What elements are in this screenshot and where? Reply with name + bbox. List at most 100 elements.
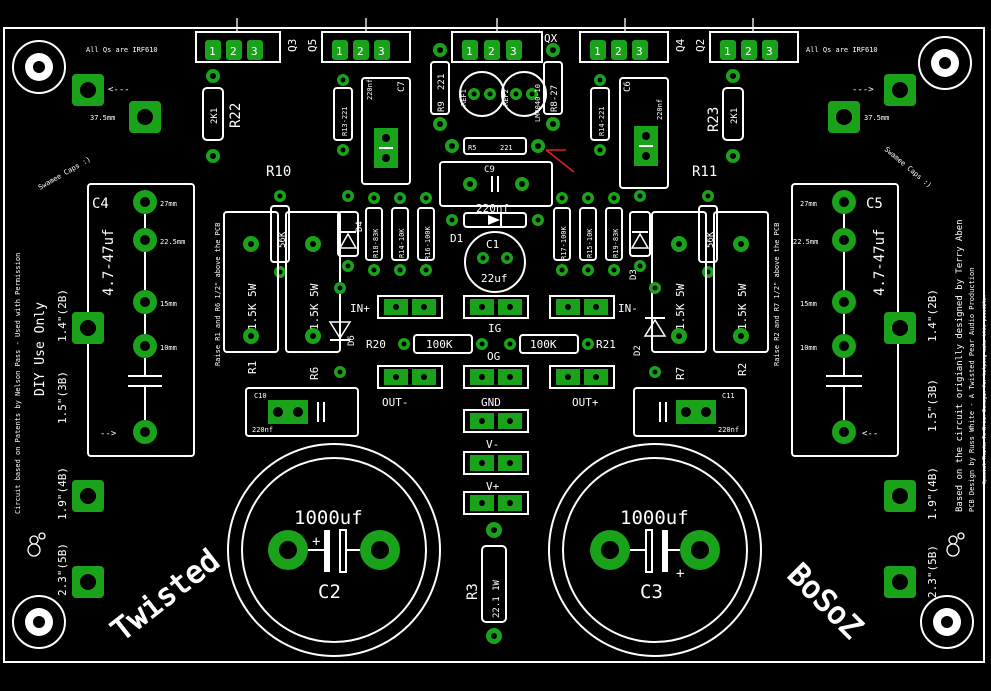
c4-spacing-22: 22.5mm bbox=[160, 238, 185, 246]
c3-value: 1000uf bbox=[620, 507, 689, 529]
r7-label: R7 bbox=[674, 367, 687, 380]
credit-thanks: Special Thanks To Brian Donegan for help… bbox=[982, 294, 988, 484]
brand-twisted: Twisted bbox=[105, 543, 226, 648]
pitch-3: 1.9"(4B) bbox=[56, 467, 69, 520]
c4-spacing-10: 10mm bbox=[160, 344, 177, 352]
v-plus-label: V+ bbox=[486, 480, 500, 493]
label-q3: Q3 bbox=[286, 39, 299, 52]
spacing-left: 37.5mm bbox=[90, 114, 115, 122]
r17-label: R17-100K bbox=[560, 225, 568, 260]
c5-spacing-10: 10mm bbox=[800, 344, 817, 352]
resistor-r3: 22.1 1W R3 bbox=[465, 522, 507, 644]
r18-label: R18-83K bbox=[372, 228, 380, 258]
resistor-r7: 1.5K 5W R7 bbox=[651, 211, 707, 380]
in-plus-label: IN+ bbox=[350, 302, 370, 315]
svg-text:<---: <--- bbox=[108, 85, 130, 95]
diode-d3: D3 bbox=[629, 190, 651, 280]
label-qx: QX bbox=[544, 32, 558, 45]
io-ig[interactable]: IG bbox=[463, 295, 529, 335]
c1-value: 22uf bbox=[481, 272, 508, 285]
resistor-r20: R20 100K bbox=[366, 334, 488, 354]
r23-value: 2K1 bbox=[730, 108, 740, 124]
c4-label: C4 bbox=[92, 196, 109, 212]
c6-label: C6 bbox=[623, 81, 633, 92]
pitch-4-right: 2.3"(5B) bbox=[926, 545, 939, 598]
caps-note-right: Swamee Caps :) bbox=[883, 145, 933, 189]
transistor-q2: 1 2 3 Q2 bbox=[694, 18, 799, 63]
r13-label: R13-221 bbox=[341, 106, 349, 136]
r19-label: R19-83K bbox=[612, 228, 620, 258]
in-minus-label: IN- bbox=[618, 302, 638, 315]
transistor-q5: 1 2 3 Q5 bbox=[306, 18, 411, 63]
gnd-label: GND bbox=[481, 396, 501, 409]
reference-ref1: REF1 bbox=[459, 71, 505, 117]
ref2-label: REF2 bbox=[502, 89, 510, 106]
diode-d4: D4 bbox=[337, 190, 365, 272]
capacitor-c1: C1 22uf bbox=[464, 231, 526, 293]
d2-label: D2 bbox=[633, 345, 643, 356]
r22-label: R22 bbox=[228, 103, 244, 128]
resistor-r2: 1.5K 5W R2 bbox=[713, 211, 769, 376]
resistor-bank-right: R17-100K R15-10K R19-83K bbox=[553, 192, 623, 276]
capacitor-c2: + 1000uf C2 bbox=[227, 443, 441, 657]
r9-value: 221 bbox=[437, 74, 447, 90]
r14-label: R14-221 bbox=[598, 106, 606, 136]
pitch-4: 2.3"(5B) bbox=[56, 543, 69, 596]
c11-value: 220nf bbox=[718, 426, 739, 434]
io-v-minus[interactable]: V- bbox=[463, 438, 529, 475]
diode-d1: D1 bbox=[446, 212, 544, 245]
pear-logo-right bbox=[946, 532, 965, 557]
r8-label: R8-27 bbox=[550, 85, 560, 112]
io-in-plus[interactable]: IN+ bbox=[350, 295, 443, 319]
c1-label: C1 bbox=[486, 238, 499, 251]
mounting-hole-bl bbox=[12, 595, 66, 649]
c6-value: 220nf bbox=[656, 99, 664, 120]
d6-label: D6 bbox=[347, 335, 357, 346]
io-out-minus[interactable]: OUT- bbox=[377, 365, 443, 409]
r11-label: R11 bbox=[692, 164, 717, 180]
svg-text:--->: ---> bbox=[852, 85, 874, 95]
io-og[interactable]: OG bbox=[463, 350, 529, 389]
transistor-q4: 1 2 3 Q4 bbox=[579, 18, 687, 63]
r20-label: R20 bbox=[366, 338, 386, 351]
resistor-r6: 1.5K 5W R6 bbox=[285, 211, 341, 380]
capacitor-c5: C5 4.7-47uf 27mm 22.5mm 15mm 10mm <-- bbox=[791, 183, 899, 457]
spacing-right: 37.5mm bbox=[864, 114, 889, 122]
r10-label: R10 bbox=[266, 164, 291, 180]
r5-label: R5 bbox=[468, 144, 476, 152]
io-in-minus[interactable]: IN- bbox=[549, 295, 638, 319]
brand-bosoz: BoSoZ bbox=[780, 557, 869, 646]
resistor-r13: R13-221 bbox=[333, 74, 353, 156]
label-q5: Q5 bbox=[306, 39, 319, 52]
pin-2: 2 bbox=[745, 45, 752, 58]
pitch-2-right: 1.5"(3B) bbox=[926, 379, 939, 432]
io-v-plus[interactable]: V+ bbox=[463, 480, 529, 515]
r9-label: R9 bbox=[437, 101, 447, 112]
d1-label: D1 bbox=[450, 232, 463, 245]
c7-value: 220nf bbox=[366, 79, 374, 100]
mounting-hole-tr bbox=[918, 36, 972, 90]
lm4040-label: LM4040-10 bbox=[534, 84, 542, 122]
resistor-r23: 2K1 R23 bbox=[706, 69, 744, 163]
resistor-r1: 1.5K 5W R1 bbox=[223, 211, 279, 374]
resistor-r5: R5 221 bbox=[445, 137, 545, 155]
r22-value: 2K1 bbox=[210, 108, 220, 124]
mounting-hole-br bbox=[920, 595, 974, 649]
pin-2: 2 bbox=[488, 45, 495, 58]
pitch-2: 1.5"(3B) bbox=[56, 371, 69, 424]
r2-value: 1.5K 5W bbox=[736, 283, 749, 330]
c5-spacing-22: 22.5mm bbox=[793, 238, 818, 246]
board-outline bbox=[3, 27, 985, 663]
resistor-r14: R14-221 bbox=[590, 74, 610, 156]
c11-label: C11 bbox=[722, 392, 735, 400]
pin-1: 1 bbox=[466, 45, 473, 58]
resistor-r8: R8-27 bbox=[543, 43, 563, 131]
pin-2: 2 bbox=[615, 45, 622, 58]
diy-note: DIY Use Only bbox=[33, 302, 48, 396]
r23-label: R23 bbox=[706, 107, 722, 132]
io-out-plus[interactable]: OUT+ bbox=[549, 365, 615, 409]
r20-value: 100K bbox=[426, 338, 453, 351]
io-gnd[interactable]: GND bbox=[463, 396, 529, 433]
credit-left: Circuit based on Patents by Nelson Pass … bbox=[14, 253, 22, 514]
c9-label: C9 bbox=[484, 165, 495, 175]
